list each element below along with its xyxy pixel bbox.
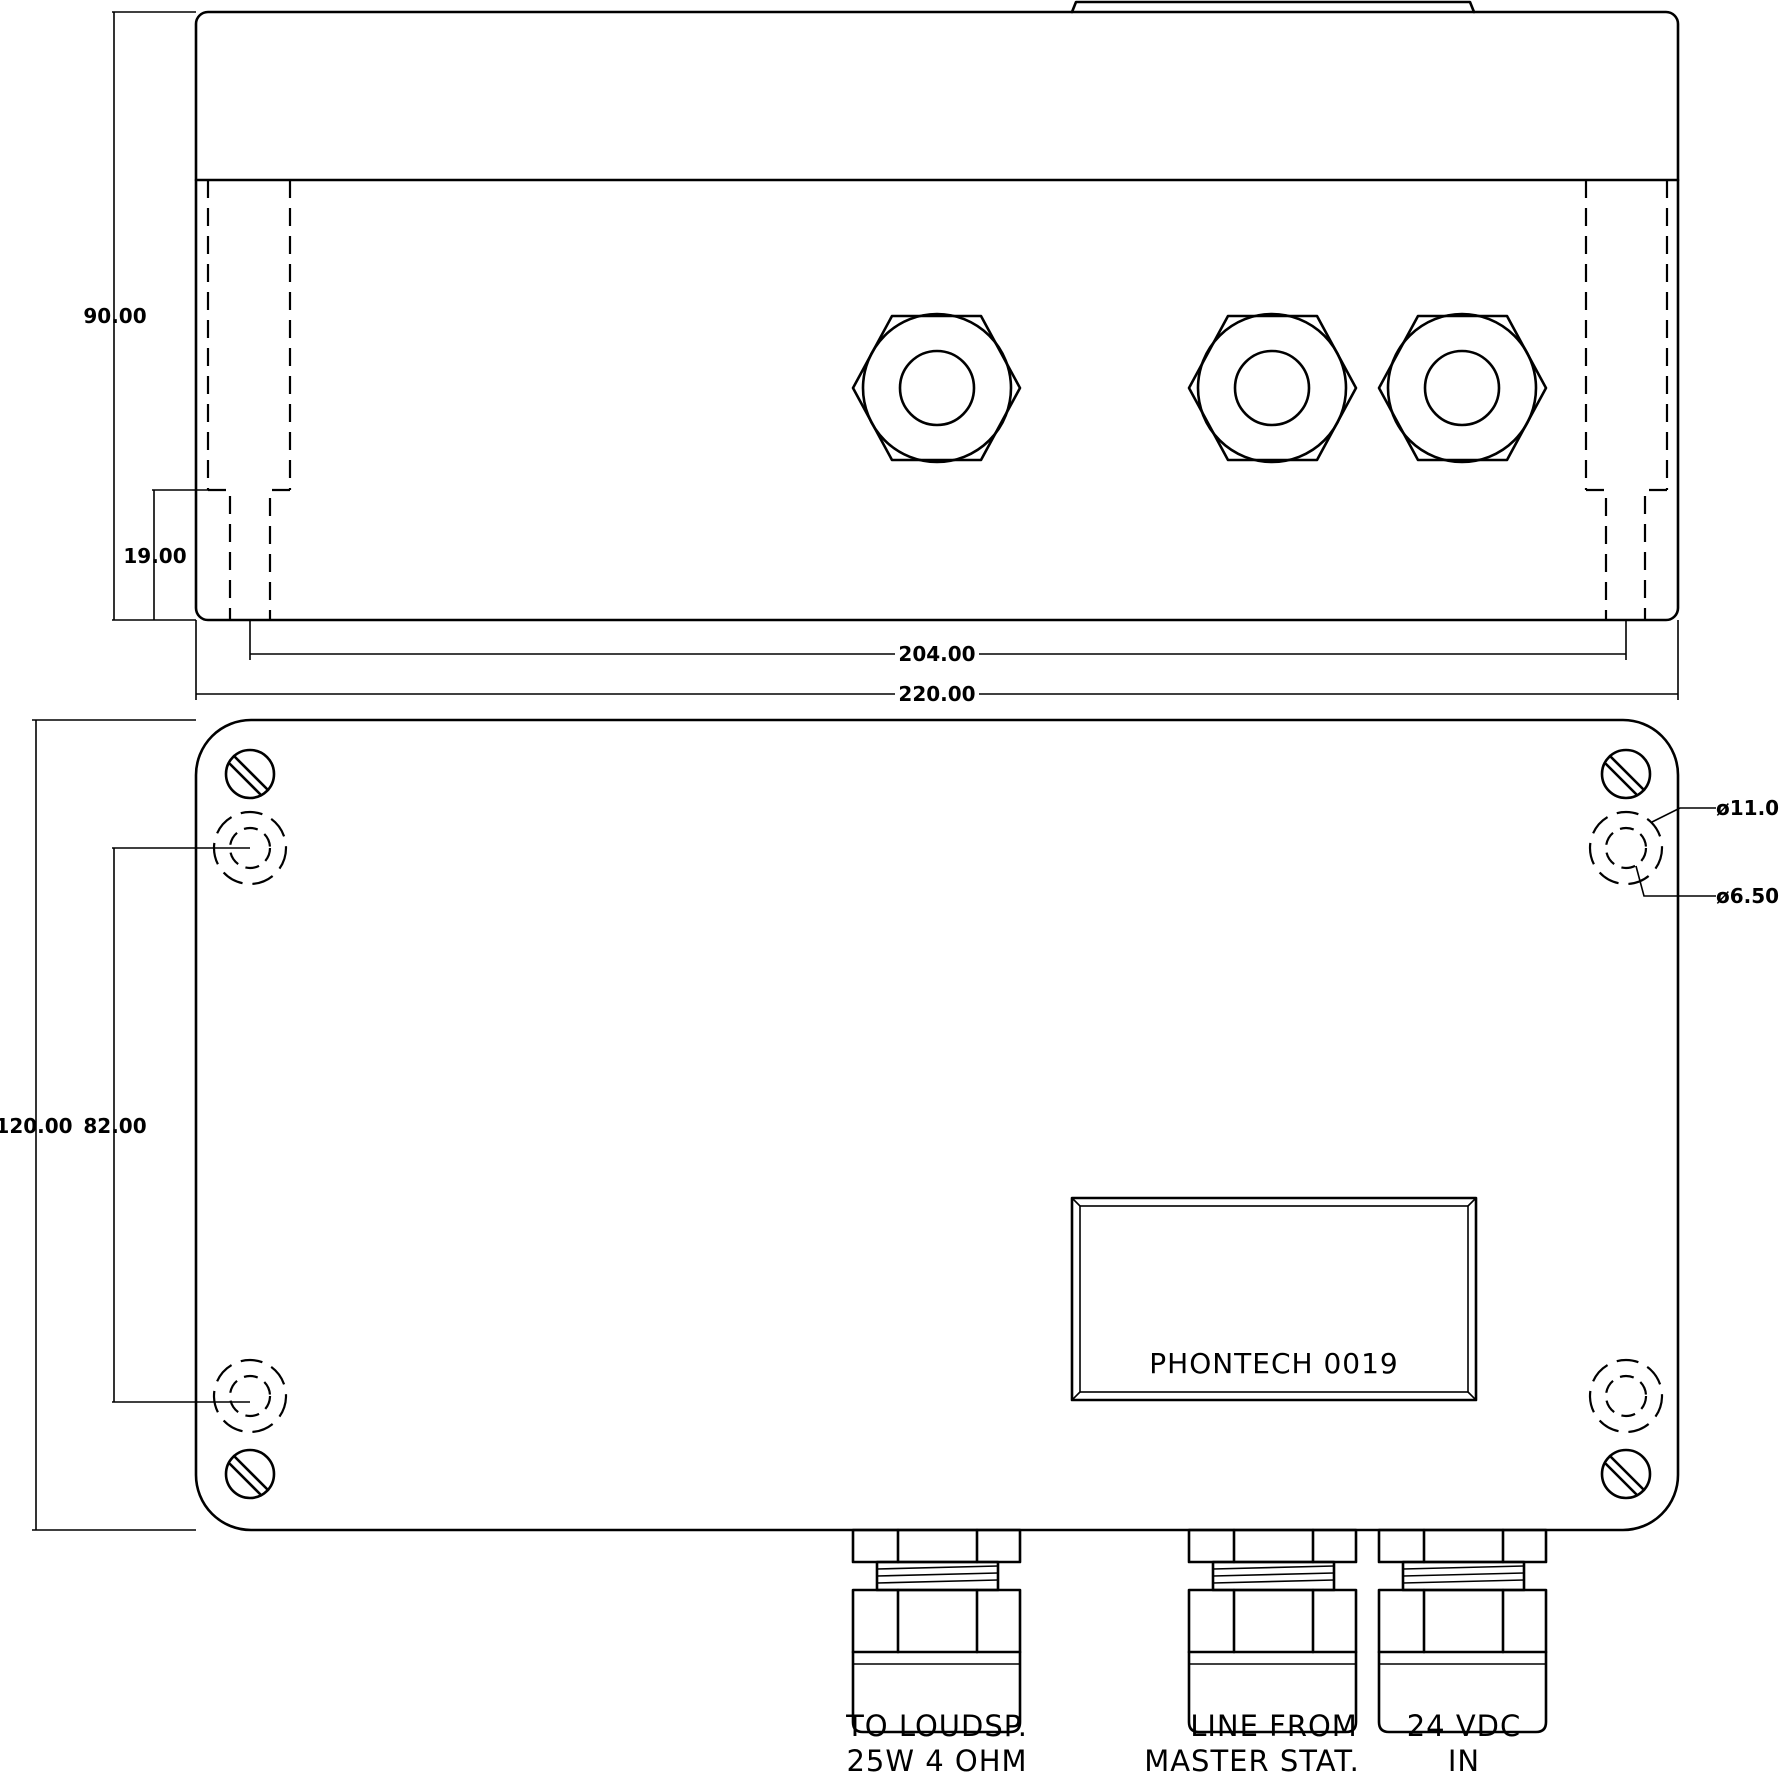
gland-loudspeaker-label-1: TO LOUDSP. (845, 1709, 1028, 1743)
screw-bottom-left (224, 1448, 276, 1500)
dim-overall-depth: 120.00 (0, 1114, 73, 1138)
mount-hole-bottom-left (212, 1358, 288, 1434)
mount-hole-top-right (1588, 810, 1664, 886)
gland-master-station-label-2: MASTER STAT. (1144, 1744, 1360, 1775)
gland-loudspeaker-label-2: 25W 4 OHM (846, 1744, 1027, 1775)
dim-hole-spacing: 82.00 (83, 1114, 146, 1138)
side-view (194, 0, 1680, 622)
dim-hole-outer: ø11.00 (1716, 796, 1780, 820)
screw-top-right (1600, 748, 1652, 800)
top-view: PHONTECH 0019 (194, 718, 1680, 1532)
left-mounting-column (206, 180, 292, 620)
screw-bottom-right (1600, 1448, 1652, 1500)
top-dimensions: 120.00 82.00 ø11.00 ø6.50 (0, 719, 1780, 1531)
nameplate-text: PHONTECH 0019 (1149, 1347, 1398, 1380)
top-body-outline (194, 718, 1680, 1532)
side-gland-3 (1377, 312, 1548, 464)
screw-top-left (224, 748, 276, 800)
dim-hole-inner: ø6.50 (1716, 884, 1779, 908)
gland-24vdc: 24 VDC IN (1377, 1528, 1548, 1775)
dim-height: 90.00 (83, 304, 146, 328)
gland-24vdc-label-2: IN (1448, 1744, 1480, 1775)
side-dimensions: 90.00 19.00 204.00 220.00 (83, 11, 1679, 706)
side-body-outline (194, 10, 1680, 622)
side-gland-1 (851, 312, 1022, 464)
dim-inner-width: 204.00 (898, 642, 975, 666)
gland-24vdc-label-1: 24 VDC (1407, 1709, 1522, 1743)
dim-foot-height: 19.00 (123, 544, 186, 568)
lid-tab (1070, 0, 1476, 14)
nameplate: PHONTECH 0019 (1070, 1196, 1478, 1402)
right-mounting-column (1584, 180, 1669, 620)
gland-master-station-label-1: LINE FROM (1190, 1709, 1358, 1743)
gland-master-station: LINE FROM MASTER STAT. (1144, 1528, 1360, 1775)
side-gland-2 (1187, 312, 1358, 464)
dim-overall-width: 220.00 (898, 682, 975, 706)
mount-hole-bottom-right (1588, 1358, 1664, 1434)
gland-loudspeaker: TO LOUDSP. 25W 4 OHM (845, 1528, 1028, 1775)
